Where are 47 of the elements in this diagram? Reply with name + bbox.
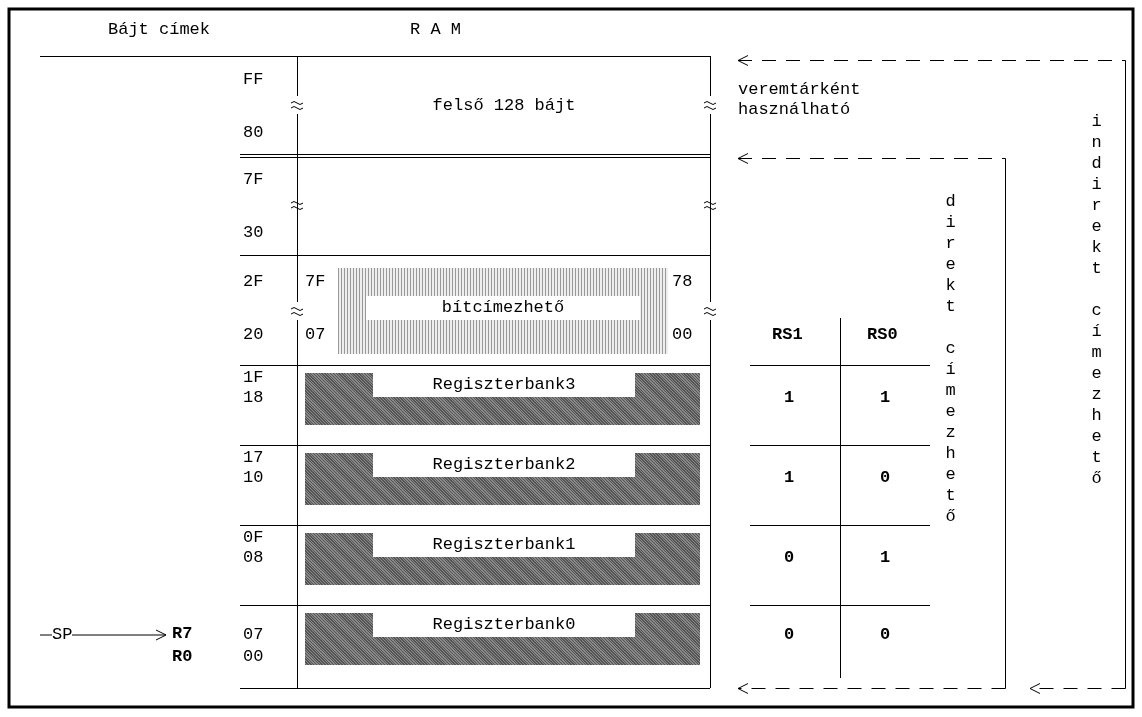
address: 30 xyxy=(243,223,264,243)
register-name: R0 xyxy=(172,647,193,667)
note-text: veremtárként használható xyxy=(738,80,862,120)
column-heading: Bájt címek xyxy=(108,20,211,40)
address: 2F xyxy=(243,272,264,292)
address: 17 xyxy=(243,448,264,468)
vertical-label: direkt címezhető xyxy=(940,192,960,528)
region-label: felső 128 bájt xyxy=(298,57,710,154)
table-value: 0 xyxy=(784,625,795,645)
table-value: 0 xyxy=(880,625,891,645)
address: 1F xyxy=(243,368,264,388)
address: 07 xyxy=(243,625,264,645)
register-name: R7 xyxy=(172,624,212,646)
address: FF xyxy=(243,70,264,90)
table-value: 0 xyxy=(784,548,795,568)
table-header: RS0 xyxy=(867,325,898,345)
address: 10 xyxy=(243,468,264,488)
table-value: 1 xyxy=(880,388,891,408)
region-label: Regiszterbank2 xyxy=(373,453,635,477)
bit-address: 07 xyxy=(305,325,326,345)
address: 0F xyxy=(243,528,264,548)
address: 80 xyxy=(243,123,264,143)
table-value: 1 xyxy=(784,388,795,408)
region-label: Regiszterbank1 xyxy=(373,533,635,557)
vertical-label: indirekt címezhető xyxy=(1086,112,1106,490)
register-bank xyxy=(305,613,700,665)
address: 08 xyxy=(243,548,264,568)
region-label: bítcímezhető xyxy=(366,296,640,320)
column-heading: R A M xyxy=(410,20,461,40)
pointer-arrow xyxy=(39,629,167,641)
bit-address: 7F xyxy=(305,272,326,292)
bit-address: 78 xyxy=(672,272,693,292)
table-value: 1 xyxy=(880,548,891,568)
region-label: Regiszterbank3 xyxy=(373,373,635,397)
table-value: 0 xyxy=(880,468,891,488)
table-value: 1 xyxy=(784,468,795,488)
table-header: RS1 xyxy=(772,325,803,345)
bit-address: 00 xyxy=(672,325,693,345)
register-bank xyxy=(305,533,700,585)
address: 18 xyxy=(243,388,264,408)
region-label: Regiszterbank0 xyxy=(373,613,635,637)
address: 00 xyxy=(243,647,264,667)
register-bank xyxy=(305,453,700,505)
register-bank xyxy=(305,373,700,425)
address: 20 xyxy=(243,325,264,345)
bit-addressable-region xyxy=(338,268,668,354)
address: 7F xyxy=(243,170,264,190)
